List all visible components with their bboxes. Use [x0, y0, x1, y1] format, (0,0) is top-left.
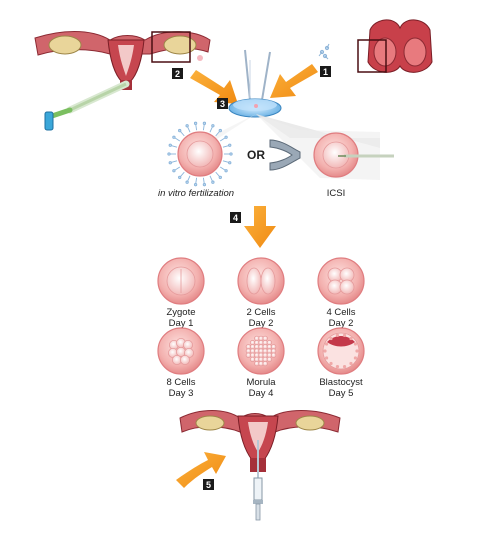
svg-text:5: 5: [206, 480, 211, 490]
step-badge-2: 2: [172, 68, 183, 79]
stage-name: 8 Cells: [166, 377, 195, 388]
arrow-from-testes: [270, 64, 318, 98]
arrow-to-uterus: [176, 452, 226, 488]
ivf-egg-illustration: [167, 121, 233, 187]
icsi-label: ICSI: [327, 188, 345, 199]
step-badge-1: 1: [320, 66, 331, 77]
stage-day: Day 3: [169, 388, 194, 399]
embryo-cell: [317, 257, 365, 305]
step-badge-3: 3: [217, 98, 228, 109]
step-badge-5: 5: [203, 479, 214, 490]
arrow-to-embryo-stages: [244, 206, 276, 248]
or-label: OR: [247, 148, 265, 162]
stage-name: Morula: [246, 377, 276, 388]
stage-name: Blastocyst: [319, 377, 363, 388]
svg-text:2: 2: [175, 69, 180, 79]
stage-day: Day 2: [249, 318, 274, 329]
step-badge-4: 4: [230, 212, 241, 223]
arrow-from-ovary: [190, 70, 238, 104]
testes-illustration: [318, 19, 433, 73]
svg-text:3: 3: [220, 99, 225, 109]
svg-text:1: 1: [323, 67, 328, 77]
petri-dish: [228, 49, 282, 118]
stage-day: Day 1: [169, 318, 194, 329]
stage-day: Day 2: [329, 318, 354, 329]
ovary-retrieval-illustration: [34, 31, 211, 131]
embryo-transfer-illustration: [179, 410, 341, 521]
stage-name: 2 Cells: [246, 307, 275, 318]
stage-name: 4 Cells: [326, 307, 355, 318]
icsi-egg-illustration: [269, 132, 394, 178]
sperm-sample-icon: [318, 43, 330, 60]
stage-name: Zygote: [166, 307, 195, 318]
stage-day: Day 5: [329, 388, 354, 399]
ivf-label: in vitro fertilization: [158, 188, 234, 199]
svg-text:4: 4: [233, 213, 238, 223]
stage-day: Day 4: [249, 388, 274, 399]
